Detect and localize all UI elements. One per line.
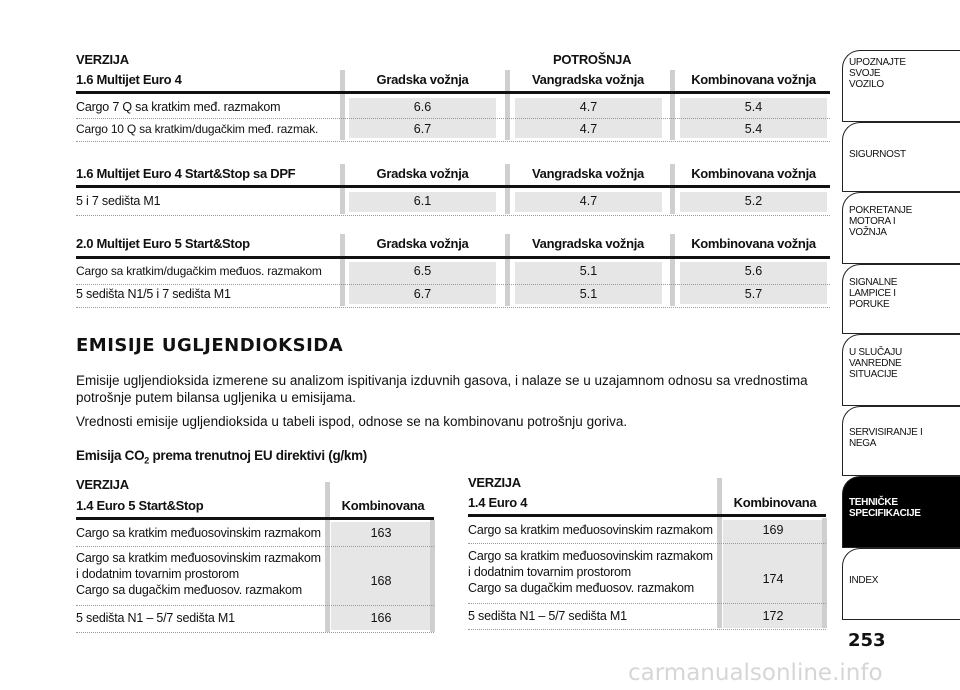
- table-cell-city: 6.7: [413, 287, 432, 301]
- consumption-label: POTROŠNJA: [553, 52, 632, 67]
- table-cell-combined: 5.7: [744, 287, 763, 301]
- table2-col-city: Gradska vožnja: [376, 166, 469, 181]
- page-number: 253: [848, 630, 886, 651]
- subheading-subscript: 2: [144, 455, 149, 466]
- table-row-label: Cargo sa kratkim međuosovinskim razmakom: [76, 526, 321, 540]
- table-cell-value: 166: [370, 611, 392, 625]
- table-row-label: Cargo 10 Q sa kratkim/dugačkim međ. razm…: [76, 122, 319, 136]
- table1-col-city: Gradska vožnja: [376, 72, 469, 87]
- table-row-label: Cargo sa kratkim/dugačkim međuos. razmak…: [76, 264, 322, 278]
- table-cell-city: 6.7: [413, 122, 432, 136]
- table1-col-combined: Kombinovana vožnja: [691, 72, 816, 87]
- tab-label: SERVISIRANJE I NEGA: [849, 427, 923, 449]
- row-line: i dodatnim tovarnim prostorom: [468, 565, 632, 579]
- table3-engine: 2.0 Multijet Euro 5 Start&Stop: [76, 236, 250, 251]
- sidebar-tab-servisiranje[interactable]: SERVISIRANJE I NEGA: [842, 406, 960, 476]
- tab-label: POKRETANJE MOTORA I VOŽNJA: [849, 205, 912, 238]
- table-cell-combined: 5.4: [744, 122, 763, 136]
- table-cell-extra: 4.7: [579, 100, 598, 114]
- subheading-text: prema trenutnoj EU direktivi (g/km): [149, 448, 367, 463]
- table-row-label: 5 sedišta N1/5 i 7 sedišta M1: [76, 287, 231, 301]
- paragraph-line: potrošnje putem bilansa ugljenika u emis…: [76, 390, 356, 405]
- row-line: Cargo sa kratkim međuosovinskim razmakom: [76, 551, 321, 565]
- tab-label: SIGURNOST: [849, 149, 906, 160]
- left-engine: 1.4 Euro 5 Start&Stop: [76, 498, 204, 513]
- sidebar-tab-signalne[interactable]: SIGNALNE LAMPICE I PORUKE: [842, 264, 960, 334]
- sidebar-tab-tehnicke[interactable]: TEHNIČKE SPECIFIKACIJE: [842, 476, 960, 548]
- table1-engine: 1.6 Multijet Euro 4: [76, 72, 182, 87]
- emissions-heading: EMISIJE UGLJENDIOKSIDA: [76, 335, 344, 356]
- table-cell-city: 6.1: [413, 194, 432, 208]
- table-row-label: 5 sedišta N1 – 5/7 sedišta M1: [76, 611, 235, 625]
- table-cell-city: 6.6: [413, 100, 432, 114]
- sidebar-tab-upoznajte[interactable]: UPOZNAJTE SVOJE VOZILO: [842, 50, 960, 122]
- left-col-combined: Kombinovana: [341, 498, 425, 513]
- table-cell-value: 163: [370, 526, 392, 540]
- table-cell-value: 174: [762, 572, 784, 586]
- table2-engine: 1.6 Multijet Euro 4 Start&Stop sa DPF: [76, 166, 296, 181]
- sidebar-tab-vanredne[interactable]: U SLUČAJU VANREDNE SITUACIJE: [842, 334, 960, 406]
- table3-col-extra: Vangradska vožnja: [532, 236, 644, 251]
- sidebar-tab-index[interactable]: INDEX: [842, 548, 960, 620]
- table-cell-value: 172: [762, 609, 784, 623]
- table-row-label: 5 i 7 sedišta M1: [76, 194, 161, 208]
- sidebar-tab-pokretanje[interactable]: POKRETANJE MOTORA I VOŽNJA: [842, 192, 960, 264]
- table2-col-combined: Kombinovana vožnja: [691, 166, 816, 181]
- table-row-label: Cargo sa kratkim međuosovinskim razmakom: [468, 523, 713, 537]
- tab-label: TEHNIČKE SPECIFIKACIJE: [849, 497, 921, 519]
- emissions-paragraph-1: Emisije ugljendioksida izmerene su anali…: [76, 372, 808, 406]
- table3-col-city: Gradska vožnja: [376, 236, 469, 251]
- table-cell-extra: 5.1: [579, 264, 598, 278]
- sidebar-tab-sigurnost[interactable]: SIGURNOST: [842, 122, 960, 192]
- row-line: Cargo sa kratkim međuosovinskim razmakom: [468, 549, 713, 563]
- table1-col-extra: Vangradska vožnja: [532, 72, 644, 87]
- subheading-text: Emisija CO: [76, 448, 145, 463]
- right-version-label: VERZIJA: [468, 475, 521, 490]
- table-row-label: Cargo sa kratkim međuosovinskim razmakom…: [468, 548, 713, 596]
- row-line: Cargo sa dugačkim međuosov. razmakom: [468, 581, 694, 595]
- table-row-label: 5 sedišta N1 – 5/7 sedišta M1: [468, 609, 627, 623]
- table3-col-combined: Kombinovana vožnja: [691, 236, 816, 251]
- emissions-paragraph-2: Vrednosti emisije ugljendioksida u tabel…: [76, 414, 628, 429]
- table2-col-extra: Vangradska vožnja: [532, 166, 644, 181]
- paragraph-line: Emisije ugljendioksida izmerene su anali…: [76, 373, 808, 388]
- tab-label: INDEX: [849, 575, 879, 586]
- tab-label: UPOZNAJTE SVOJE VOZILO: [849, 57, 906, 90]
- row-line: i dodatnim tovarnim prostorom: [76, 567, 240, 581]
- watermark: carmanualsonline.info: [628, 660, 883, 686]
- left-version-label: VERZIJA: [76, 477, 129, 492]
- table-cell-value: 169: [762, 523, 784, 537]
- table-cell-extra: 4.7: [579, 122, 598, 136]
- table-cell-value: 168: [370, 574, 392, 588]
- table-row-label: Cargo 7 Q sa kratkim međ. razmakom: [76, 100, 281, 114]
- row-line: Cargo sa dugačkim međuosov. razmakom: [76, 583, 302, 597]
- table-cell-city: 6.5: [413, 264, 432, 278]
- right-engine: 1.4 Euro 4: [468, 495, 528, 510]
- tab-label: SIGNALNE LAMPICE I PORUKE: [849, 277, 898, 310]
- right-col-combined: Kombinovana: [733, 495, 817, 510]
- tab-label: U SLUČAJU VANREDNE SITUACIJE: [849, 347, 902, 380]
- table-cell-extra: 5.1: [579, 287, 598, 301]
- emissions-subheading: Emisija CO2 prema trenutnoj EU direktivi…: [76, 448, 367, 466]
- table-cell-combined: 5.2: [744, 194, 763, 208]
- table-cell-combined: 5.6: [744, 264, 763, 278]
- table-row-label: Cargo sa kratkim međuosovinskim razmakom…: [76, 550, 321, 598]
- table-cell-extra: 4.7: [579, 194, 598, 208]
- table-cell-combined: 5.4: [744, 100, 763, 114]
- version-label: VERZIJA: [76, 52, 129, 67]
